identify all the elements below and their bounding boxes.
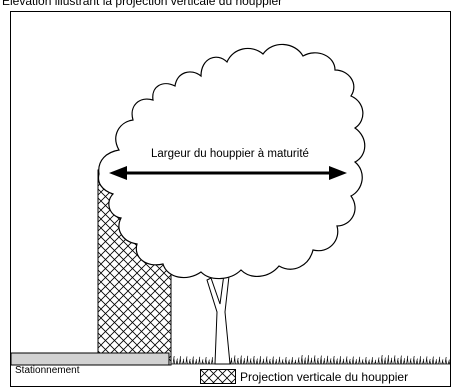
crown-width-label: Largeur du houppier à maturité [151,148,309,160]
tree-crown [97,43,366,280]
tree-elevation-drawing [11,43,450,366]
legend-label: Projection verticale du houppier [240,369,409,384]
crown-width-arrow [109,166,347,180]
grass [171,354,450,365]
figure-title: Élévation illustrant la projection verti… [2,0,283,8]
legend-hatch-swatch [200,369,236,384]
parking-label: Stationnement [15,365,80,376]
tree-trunk [206,273,231,365]
legend: Projection verticale du houppier [200,369,408,384]
diagram-frame: Largeur du houppier à maturité Stationne… [10,11,451,387]
parking-slab [11,352,170,366]
